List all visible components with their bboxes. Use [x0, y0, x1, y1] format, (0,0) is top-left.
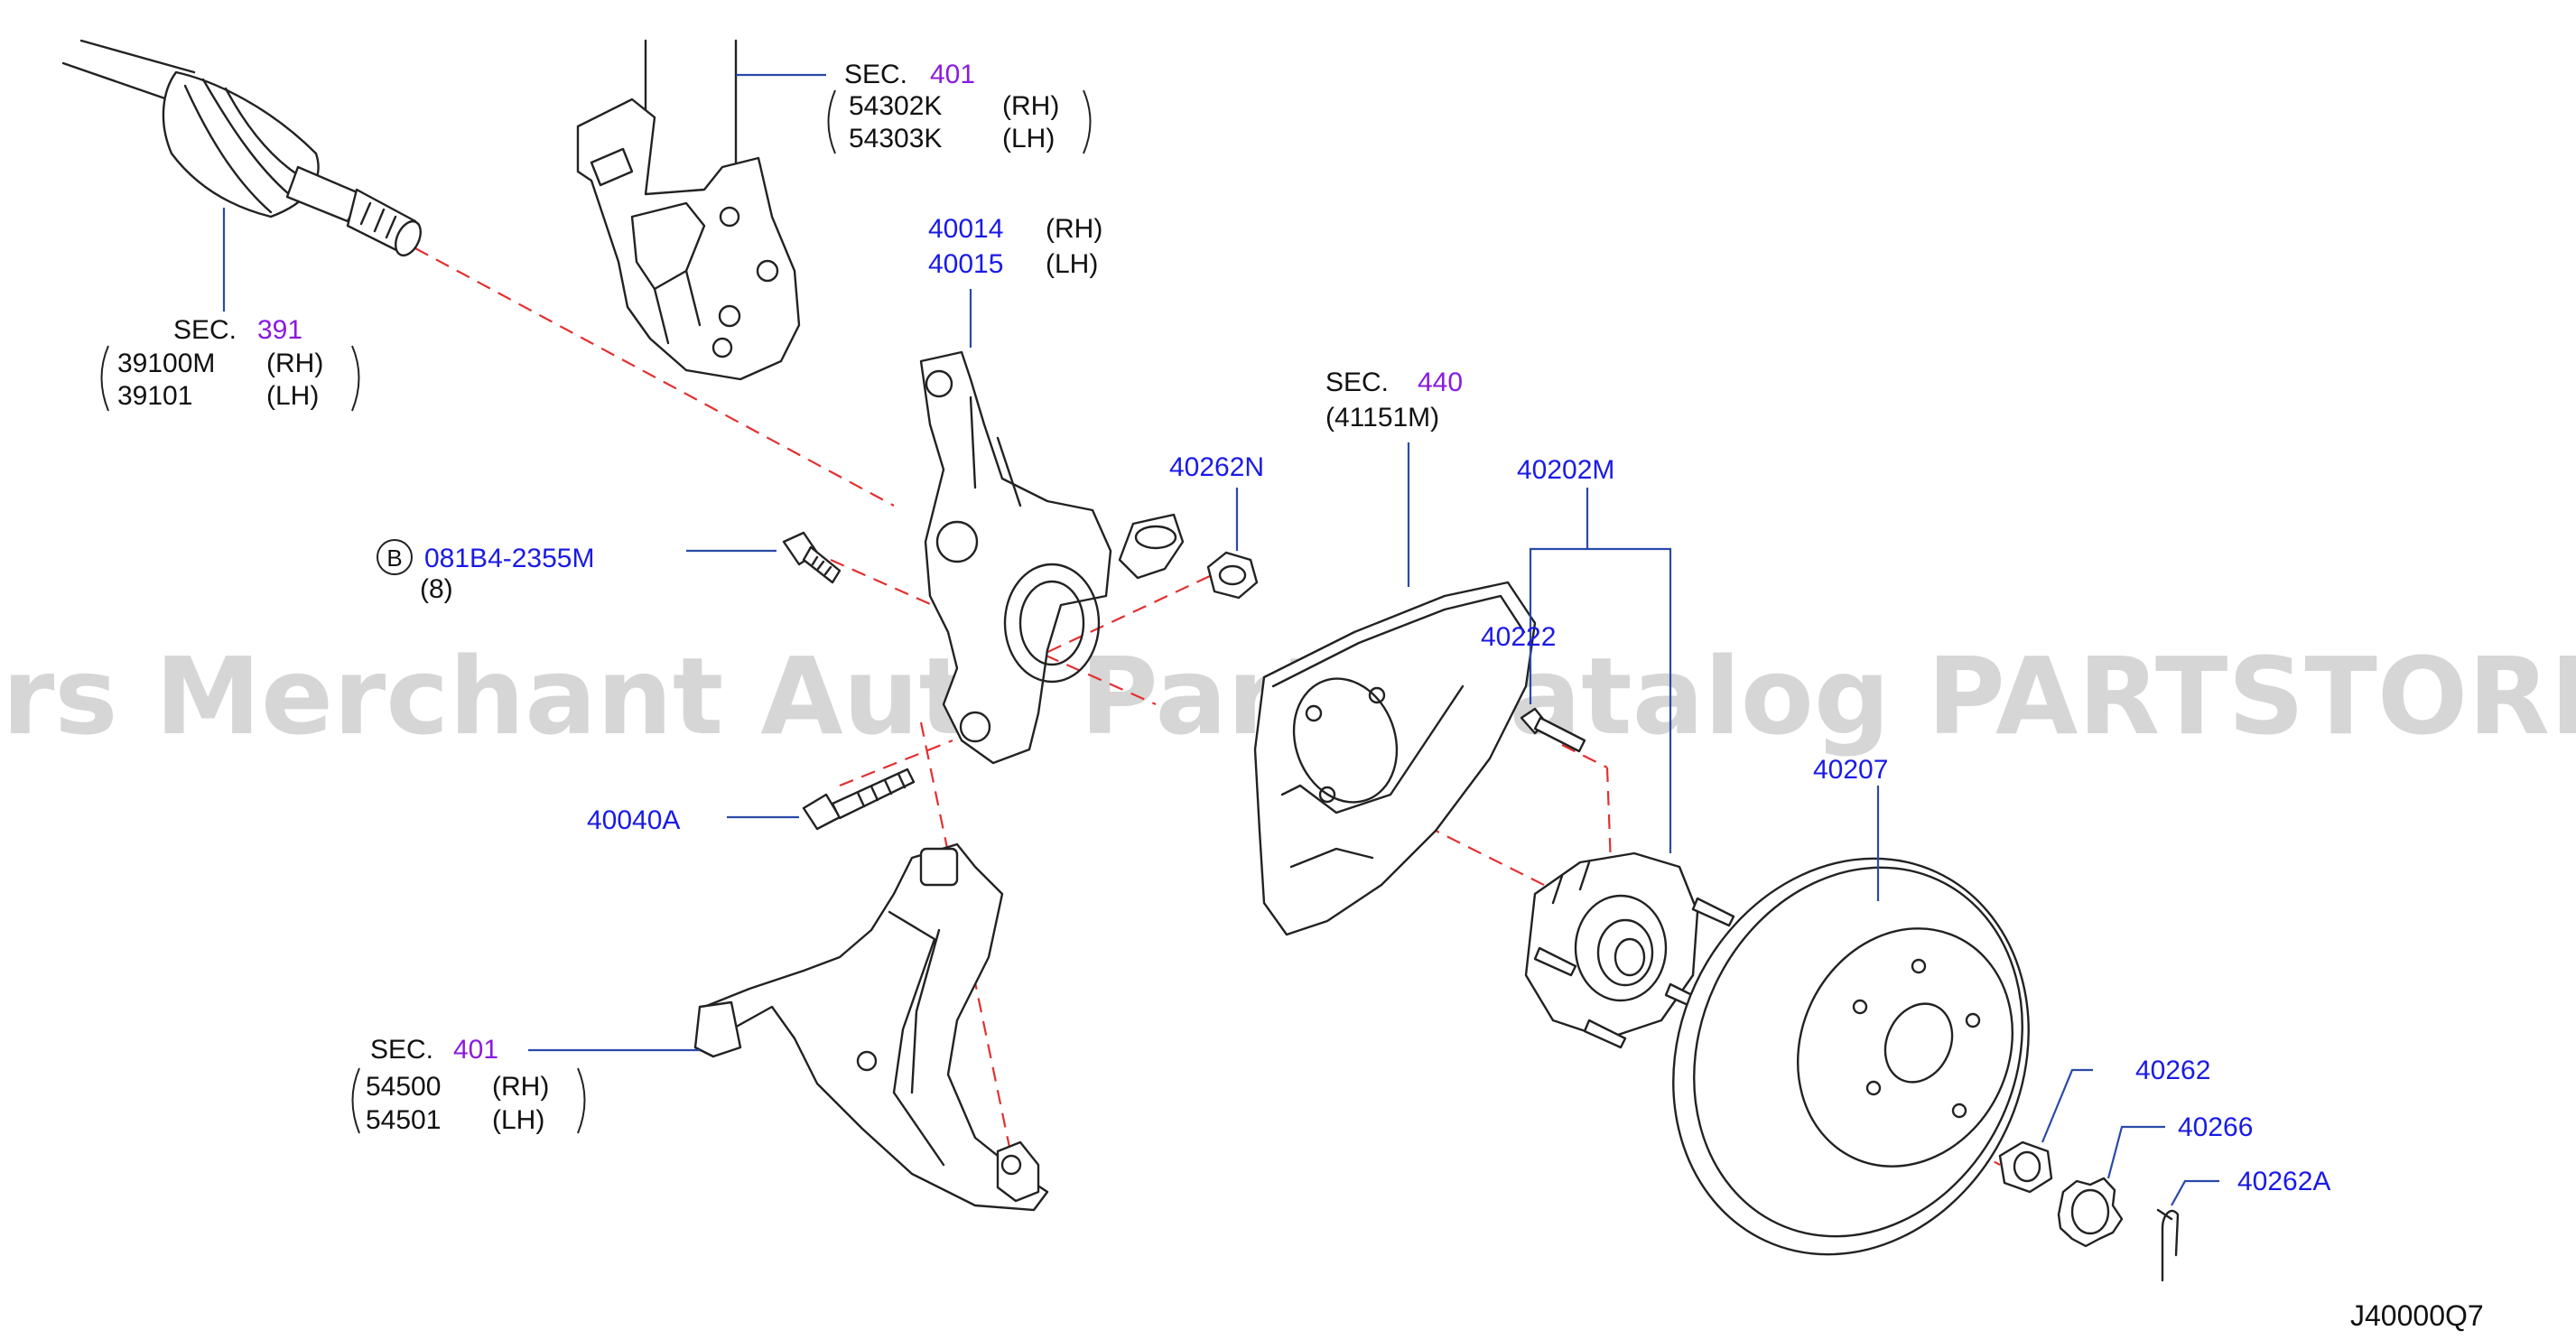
driveshaft-sec-number: 391: [257, 315, 302, 345]
driveshaft-part-lh: 39101: [117, 381, 192, 411]
strut-side-lh: (LH): [1002, 124, 1055, 154]
bolt-b-part-number[interactable]: 081B4-2355M: [424, 544, 594, 573]
strut-side-rh: (RH): [1002, 91, 1059, 121]
knuckle-part-lh[interactable]: 40015: [928, 249, 1003, 279]
leader-lines: [222, 73, 2219, 1206]
callout-lower-arm: SEC. 401 54500 (RH) 54501 (LH): [366, 1035, 549, 1135]
knuckle-side-lh: (LH): [1046, 249, 1098, 279]
brake-sec-label: SEC.: [1325, 368, 1389, 397]
nut-40262n: [1206, 551, 1259, 600]
driveshaft-part-rh: 39100M: [117, 349, 215, 378]
strut-sec-label: SEC.: [844, 60, 907, 89]
steering-knuckle: [919, 350, 1185, 765]
callout-driveshaft: SEC. 391 39100M (RH) 39101 (LH): [117, 315, 323, 411]
diagram-code: J40000Q7: [2350, 1299, 2484, 1332]
callout-brake-backing: SEC. 440 (41151M): [1325, 368, 1463, 433]
lower-arm-side-rh: (RH): [492, 1072, 549, 1102]
bolt-40040a: [802, 768, 916, 831]
callout-strut: SEC. 401 54302K (RH) 54303K (LH): [844, 60, 1059, 154]
hub-assembly-part-number[interactable]: 40202M: [1517, 455, 1614, 485]
nut-retainer-40266: [2057, 1177, 2124, 1248]
bolt-lower-part-number[interactable]: 40040A: [587, 805, 680, 835]
nut-top-part-number[interactable]: 40262N: [1169, 452, 1264, 482]
strut-sec-number: 401: [930, 60, 975, 89]
cotter-pin-40262a: [2156, 1208, 2180, 1282]
callout-knuckle: 40014 (RH) 40015 (LH): [928, 214, 1102, 279]
brake-rotor: [1672, 857, 2030, 1256]
brake-sec-number: 440: [1418, 368, 1463, 397]
drive-shaft: [61, 39, 422, 257]
lower-control-arm: [693, 842, 1049, 1212]
bolt-081b4: [782, 531, 842, 584]
hub-nut-40262: [1998, 1140, 2053, 1194]
knuckle-part-rh[interactable]: 40014: [928, 214, 1003, 244]
nut-retainer-part-number[interactable]: 40266: [2178, 1112, 2253, 1142]
brake-backing-plate: [1253, 581, 1537, 936]
lower-arm-sec-label: SEC.: [370, 1035, 433, 1065]
hub-nut-part-number[interactable]: 40262: [2135, 1056, 2210, 1085]
callout-bolt-b: B 081B4-2355M (8): [377, 539, 594, 604]
cotter-pin-part-number[interactable]: 40262A: [2237, 1167, 2330, 1196]
driveshaft-sec-label: SEC.: [173, 315, 237, 345]
driveshaft-side-lh: (LH): [266, 381, 319, 411]
hub-bolt-part-number[interactable]: 40222: [1481, 622, 1556, 652]
bolt-b-badge-circle: [377, 539, 413, 575]
strut-assembly: [576, 39, 801, 381]
strut-part-lh: 54303K: [849, 124, 942, 154]
lower-arm-part-rh: 54500: [366, 1072, 441, 1102]
driveshaft-side-rh: (RH): [266, 349, 323, 378]
knuckle-side-rh: (RH): [1046, 214, 1102, 244]
hub-bolt-40222: [1520, 707, 1586, 753]
brackets: [100, 89, 1092, 1134]
strut-part-rh: 54302K: [849, 91, 942, 121]
bolt-b-badge: B: [386, 544, 402, 572]
lower-arm-side-lh: (LH): [492, 1105, 544, 1135]
rotor-part-number[interactable]: 40207: [1813, 755, 1888, 785]
bolt-b-quantity: (8): [420, 574, 453, 604]
brake-sub-number: (41151M): [1325, 403, 1439, 433]
lower-arm-part-lh: 54501: [366, 1105, 441, 1135]
lower-arm-sec-number: 401: [453, 1035, 498, 1065]
